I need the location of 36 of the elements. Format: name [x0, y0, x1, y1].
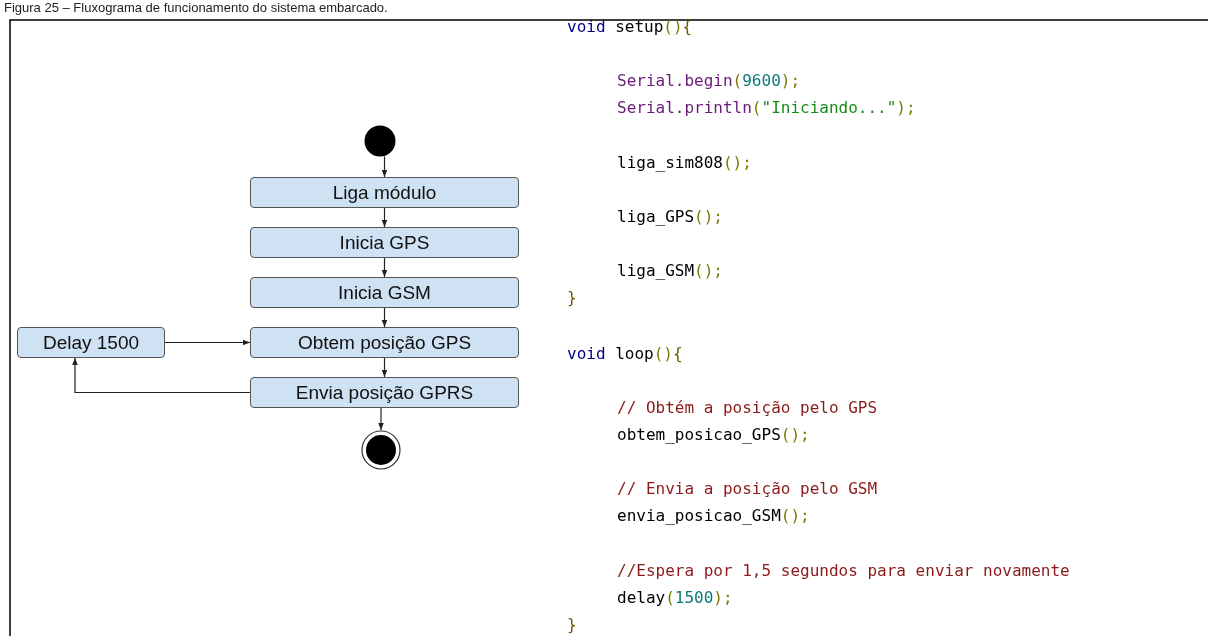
code-line: } [567, 615, 577, 635]
figure-title: Figura 25 – Fluxograma de funcionamento do sistema embarcado. [4, 0, 388, 15]
process-box [250, 227, 519, 258]
code-line: liga_GSM(); [617, 261, 723, 281]
process-box [17, 327, 165, 358]
step-label: Liga módulo [332, 181, 437, 204]
step-label: Envia posição GPRS [295, 381, 474, 404]
arrow [72, 357, 251, 394]
code-line: envia_posicao_GSM(); [617, 506, 810, 526]
code-line: void loop(){ [567, 344, 683, 364]
process-box [250, 377, 519, 408]
arrow [164, 339, 251, 346]
code-line: delay(1500); [617, 588, 733, 608]
arrow [381, 207, 388, 228]
code-line: Serial.println("Iniciando..."); [617, 98, 916, 118]
code-line: Serial.begin(9600); [617, 71, 801, 91]
code-line: obtem_posicao_GPS(); [617, 425, 810, 445]
step-label: Inicia GPS [339, 231, 430, 254]
process-box [250, 277, 519, 308]
step-label: Obtem posição GPS [297, 331, 472, 354]
code-line: // Obtém a posição pelo GPS [617, 398, 878, 418]
arrow [381, 307, 388, 328]
step-label: Delay 1500 [42, 331, 140, 354]
process-box [250, 177, 519, 208]
step-label: Inicia GSM [338, 281, 431, 304]
code-line: // Envia a posição pelo GSM [617, 479, 878, 499]
code-line: } [567, 288, 577, 308]
code-line: //Espera por 1,5 segundos para enviar novamente [617, 561, 1070, 581]
code-line: void setup(){ [567, 17, 693, 37]
arrow [381, 155, 388, 178]
arrow [378, 407, 384, 431]
process-box [250, 327, 519, 358]
code-line: liga_sim808(); [617, 153, 752, 173]
code-line: liga_GPS(); [617, 207, 723, 227]
arrow [381, 257, 388, 278]
arrow [381, 357, 388, 378]
